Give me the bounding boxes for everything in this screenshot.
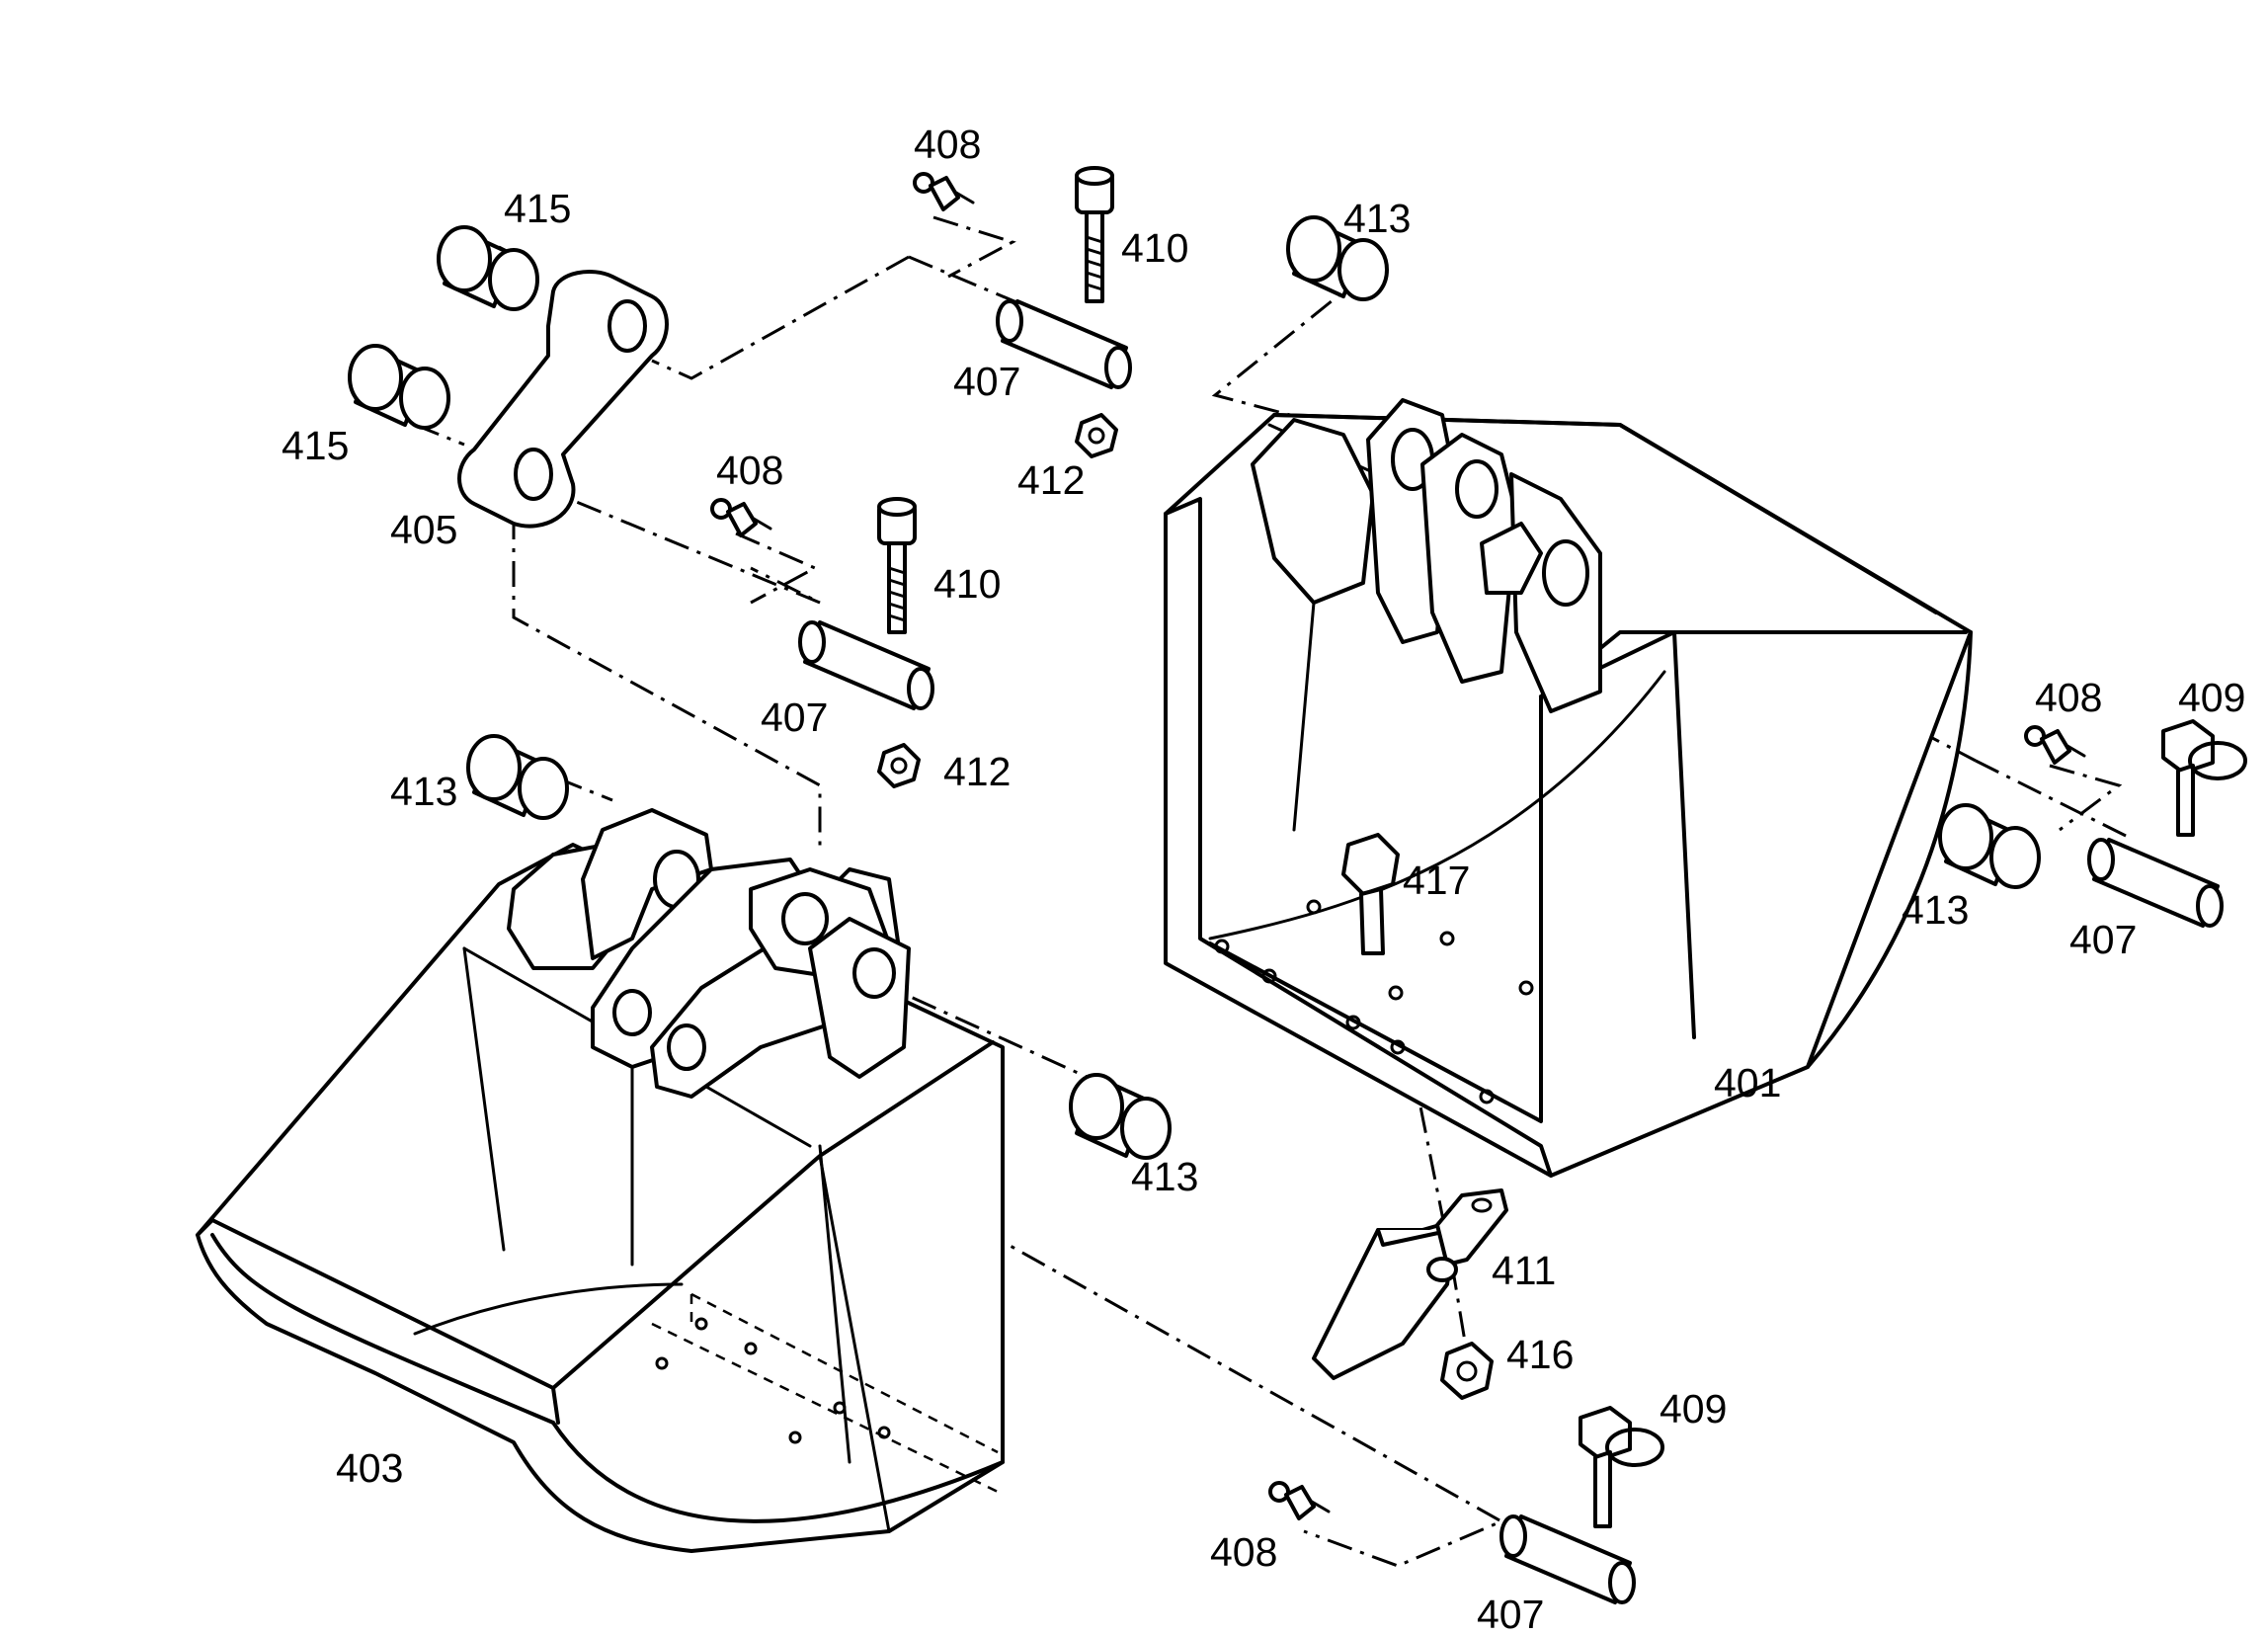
bolt-417	[1341, 833, 1400, 955]
callout-411: 411	[1492, 1248, 1556, 1293]
bucket-403	[196, 808, 1005, 1553]
bushing-413-b	[466, 734, 569, 820]
lockpin-409-a	[2161, 719, 2247, 837]
pin-407-a	[996, 299, 1132, 389]
callout-labels: 408 410 407 412 415 415 405 408 410 407 …	[282, 122, 2245, 1636]
bushing-415-a	[437, 225, 539, 311]
callout-407: 407	[953, 359, 1020, 404]
callout-408: 408	[1210, 1529, 1277, 1575]
callout-413: 413	[390, 769, 457, 814]
callout-407: 407	[761, 695, 828, 740]
callout-409: 409	[2178, 675, 2245, 720]
fitting-408-d	[1268, 1481, 1331, 1520]
callout-416: 416	[1506, 1332, 1574, 1377]
bushing-413-d	[1938, 803, 2041, 889]
callout-405: 405	[390, 507, 457, 552]
callout-410: 410	[1121, 225, 1188, 271]
callout-403: 403	[336, 1445, 403, 1491]
pin-407-d	[1499, 1514, 1636, 1604]
bushing-415-b	[348, 344, 450, 430]
callout-412: 412	[943, 749, 1011, 794]
fitting-408-a	[913, 172, 975, 211]
callout-410: 410	[933, 561, 1001, 607]
bushing-413-a	[1286, 215, 1389, 301]
callout-415: 415	[504, 186, 571, 231]
lockpin-409-b	[1579, 1406, 1664, 1528]
bushing-413-c	[1069, 1073, 1172, 1160]
nut-412-a	[1075, 413, 1118, 458]
callout-413: 413	[1343, 196, 1411, 241]
pin-407-b	[798, 620, 934, 710]
link-405	[457, 270, 669, 529]
callout-408: 408	[914, 122, 981, 167]
callout-413: 413	[1902, 887, 1969, 933]
nut-412-b	[877, 743, 921, 788]
callout-407: 407	[1477, 1592, 1544, 1636]
nut-416	[1440, 1342, 1494, 1400]
callout-413: 413	[1131, 1154, 1198, 1199]
callout-415: 415	[282, 423, 349, 468]
bolt-410-a	[1075, 166, 1114, 303]
pin-407-c	[2087, 838, 2224, 928]
bolt-410-b	[877, 497, 917, 634]
fitting-408-c	[2024, 725, 2086, 765]
tooth-411	[1312, 1188, 1508, 1380]
bucket-401	[1164, 398, 1973, 1178]
callout-408: 408	[2035, 675, 2102, 720]
callout-412: 412	[1017, 457, 1085, 503]
callout-408: 408	[716, 448, 783, 493]
fitting-408-b	[710, 498, 772, 537]
callout-409: 409	[1660, 1386, 1727, 1432]
callout-407: 407	[2069, 917, 2137, 962]
callout-417: 417	[1403, 858, 1470, 903]
callout-401: 401	[1714, 1060, 1781, 1105]
